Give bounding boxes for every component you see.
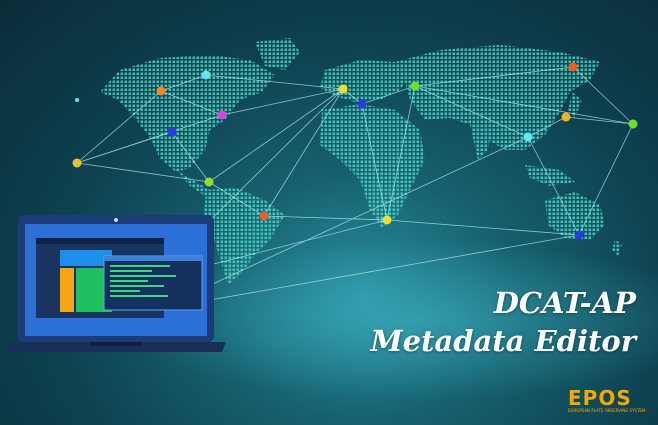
network-node-icon [568,62,578,72]
network-node-icon [357,99,367,109]
network-node-icon [561,112,571,122]
network-node-icon [72,158,82,168]
network-node-icon [156,86,166,96]
page-title: DCAT-AP Metadata Editor [370,284,636,360]
network-node-icon [338,84,348,94]
network-node-icon [628,119,638,129]
title-line-2: Metadata Editor [370,324,636,358]
laptop-icon [6,215,226,352]
network-node-icon [217,110,227,120]
network-lines [76,66,634,301]
network-node-icon [410,81,420,91]
title-line-1: DCAT-AP [493,286,636,320]
network-node-icon [204,177,214,187]
logo-subtitle: EUROPEAN PLATE OBSERVING SYSTEM [568,408,646,413]
network-node-icon [382,215,392,225]
network-nodes [72,62,638,240]
logo-text: EPOS [568,386,632,410]
network-node-icon [259,211,269,221]
network-node-icon [167,127,177,137]
network-node-icon [574,230,584,240]
epos-logo: EPOS EUROPEAN PLATE OBSERVING SYSTEM [568,386,646,416]
network-node-icon [523,132,533,142]
network-node-icon [201,70,211,80]
world-map [100,38,622,285]
